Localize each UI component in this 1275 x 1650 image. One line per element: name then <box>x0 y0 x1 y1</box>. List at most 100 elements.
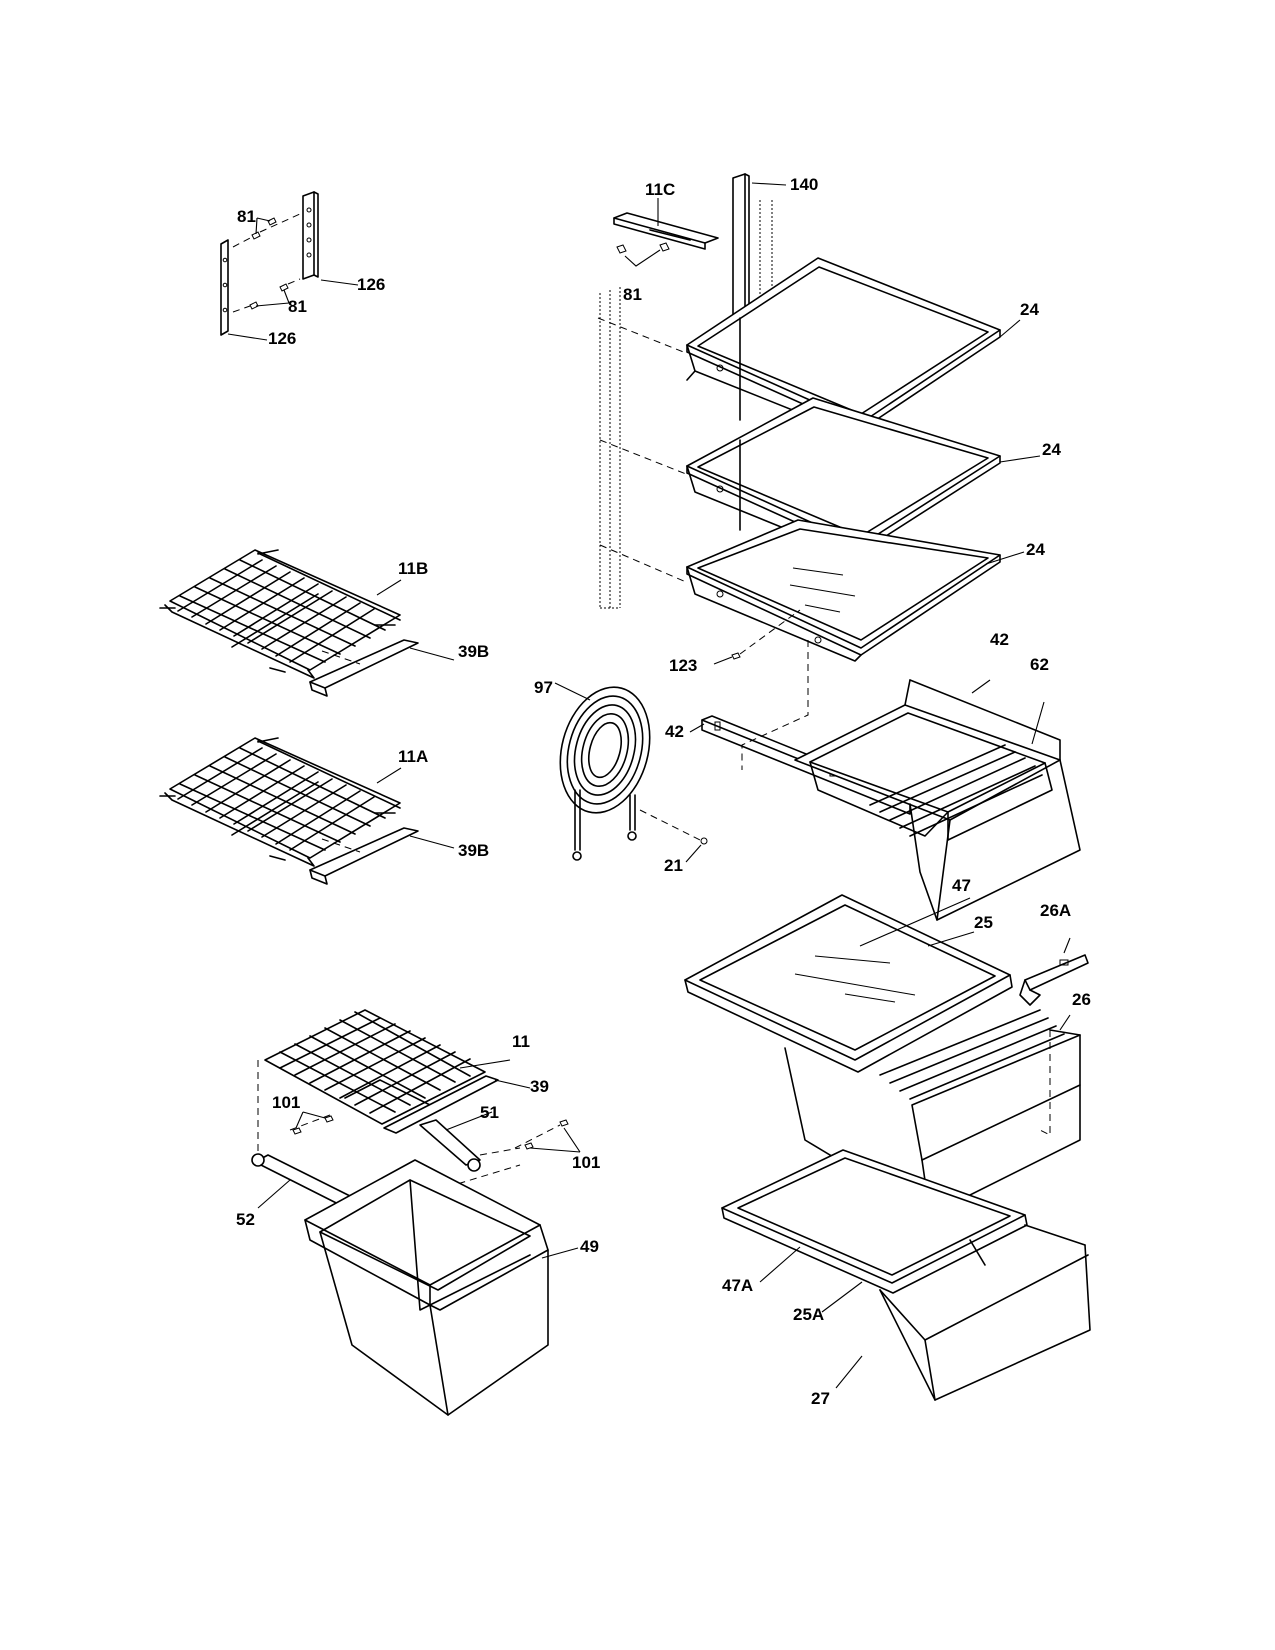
leader-line <box>927 931 975 947</box>
label-126-upper: 126 <box>357 275 385 294</box>
leader-line <box>409 835 455 849</box>
leader-line <box>541 1247 579 1259</box>
leader-line <box>999 455 1041 463</box>
shelf-bracket-126-right <box>302 191 319 280</box>
leader-line <box>624 249 661 267</box>
glass-shelf-24-top <box>686 257 1001 436</box>
label-24-middle: 24 <box>1042 440 1061 459</box>
crisper-cover-25 <box>684 894 1013 1073</box>
leader-line <box>409 647 455 661</box>
dashed-guide <box>321 838 361 853</box>
leader-line <box>999 319 1021 338</box>
label-47: 47 <box>952 876 971 895</box>
label-101-right: 101 <box>572 1153 600 1172</box>
label-140: 140 <box>790 175 818 194</box>
screw-21 <box>700 837 708 845</box>
label-24-bottom: 24 <box>1026 540 1045 559</box>
part-labels: 140 11C 81 81 81 126 126 24 24 24 11B 39… <box>236 175 1091 1408</box>
leader-line <box>759 1246 801 1283</box>
shelf-trim-39B-b <box>309 827 419 885</box>
leader-line <box>689 723 705 733</box>
leader-line <box>257 1179 291 1209</box>
rear-rail-dotted <box>599 287 621 609</box>
label-81-top: 81 <box>237 207 256 226</box>
leader-line <box>445 1111 493 1131</box>
label-39B-lower: 39B <box>458 841 489 860</box>
screws-101 <box>292 1115 569 1150</box>
leader-line <box>554 682 591 701</box>
door-bin-49 <box>304 1159 549 1416</box>
label-39: 39 <box>530 1077 549 1096</box>
shelf-trim-39B-a <box>309 639 419 697</box>
label-25: 25 <box>974 913 993 932</box>
label-39B-upper: 39B <box>458 642 489 661</box>
screws-81 <box>616 242 670 254</box>
screw-81-set-left <box>227 213 359 341</box>
label-101-left: 101 <box>272 1093 300 1112</box>
crisper-pan-62 <box>794 679 1081 921</box>
leader-line <box>529 1127 581 1153</box>
wire-shelf-11 <box>264 1009 486 1125</box>
label-51: 51 <box>480 1103 499 1122</box>
dashed-guide <box>321 650 361 665</box>
label-26A: 26A <box>1040 901 1071 920</box>
label-123: 123 <box>669 656 697 675</box>
label-11A: 11A <box>398 747 428 766</box>
crisper-cover-25A <box>721 1149 1028 1294</box>
dashed-guide <box>597 317 687 354</box>
label-97: 97 <box>534 678 553 697</box>
leader-line <box>971 679 991 694</box>
bracket-11C <box>613 212 719 250</box>
leader-line <box>1063 937 1071 954</box>
label-81-right: 81 <box>623 285 642 304</box>
label-26: 26 <box>1072 990 1091 1009</box>
dashed-guide <box>739 609 801 655</box>
leader-line <box>295 1111 326 1129</box>
slide-51 <box>419 1119 481 1172</box>
leader-line <box>835 1355 863 1389</box>
shelf-trim-39 <box>383 1075 499 1134</box>
leader-line <box>376 579 402 596</box>
dashed-guide <box>599 439 687 475</box>
label-81-mid: 81 <box>288 297 307 316</box>
label-47A: 47A <box>722 1276 753 1295</box>
wire-shelf-11A <box>159 737 401 867</box>
leader-line <box>1059 1014 1071 1031</box>
dashed-guide <box>599 544 687 583</box>
shelf-bracket-126-left <box>220 239 229 336</box>
crisper-drawer-27 <box>879 1224 1091 1401</box>
label-42-lower: 42 <box>665 722 684 741</box>
label-11: 11 <box>512 1032 530 1051</box>
heater-coil-97 <box>559 686 651 861</box>
wire-shelf-11B <box>159 549 401 679</box>
screw-123 <box>731 652 741 660</box>
leader-line <box>821 1281 863 1313</box>
label-21: 21 <box>664 856 683 875</box>
leader-line <box>494 1079 531 1089</box>
leader-line <box>459 1059 511 1069</box>
leader-line <box>713 656 733 665</box>
label-49: 49 <box>580 1237 599 1256</box>
label-62: 62 <box>1030 655 1049 674</box>
dashed-guide <box>257 1060 561 1209</box>
label-27: 27 <box>811 1389 830 1408</box>
leader-line <box>1031 701 1045 745</box>
label-11C: 11C <box>645 180 675 199</box>
leader-line <box>751 182 787 186</box>
label-25A: 25A <box>793 1305 824 1324</box>
leader-line <box>376 767 402 784</box>
bracket-26A <box>1019 954 1089 1006</box>
dashed-guide <box>741 640 809 770</box>
dashed-guide <box>639 809 701 841</box>
leader-line <box>985 551 1025 565</box>
label-24-top: 24 <box>1020 300 1039 319</box>
leader-line <box>685 844 702 863</box>
label-11B: 11B <box>398 559 428 578</box>
label-126-lower: 126 <box>268 329 296 348</box>
label-42-upper: 42 <box>990 630 1009 649</box>
glass-shelf-24-middle <box>686 317 1001 558</box>
leader-line <box>859 897 971 947</box>
rail-140 <box>732 173 773 319</box>
label-52: 52 <box>236 1210 255 1229</box>
